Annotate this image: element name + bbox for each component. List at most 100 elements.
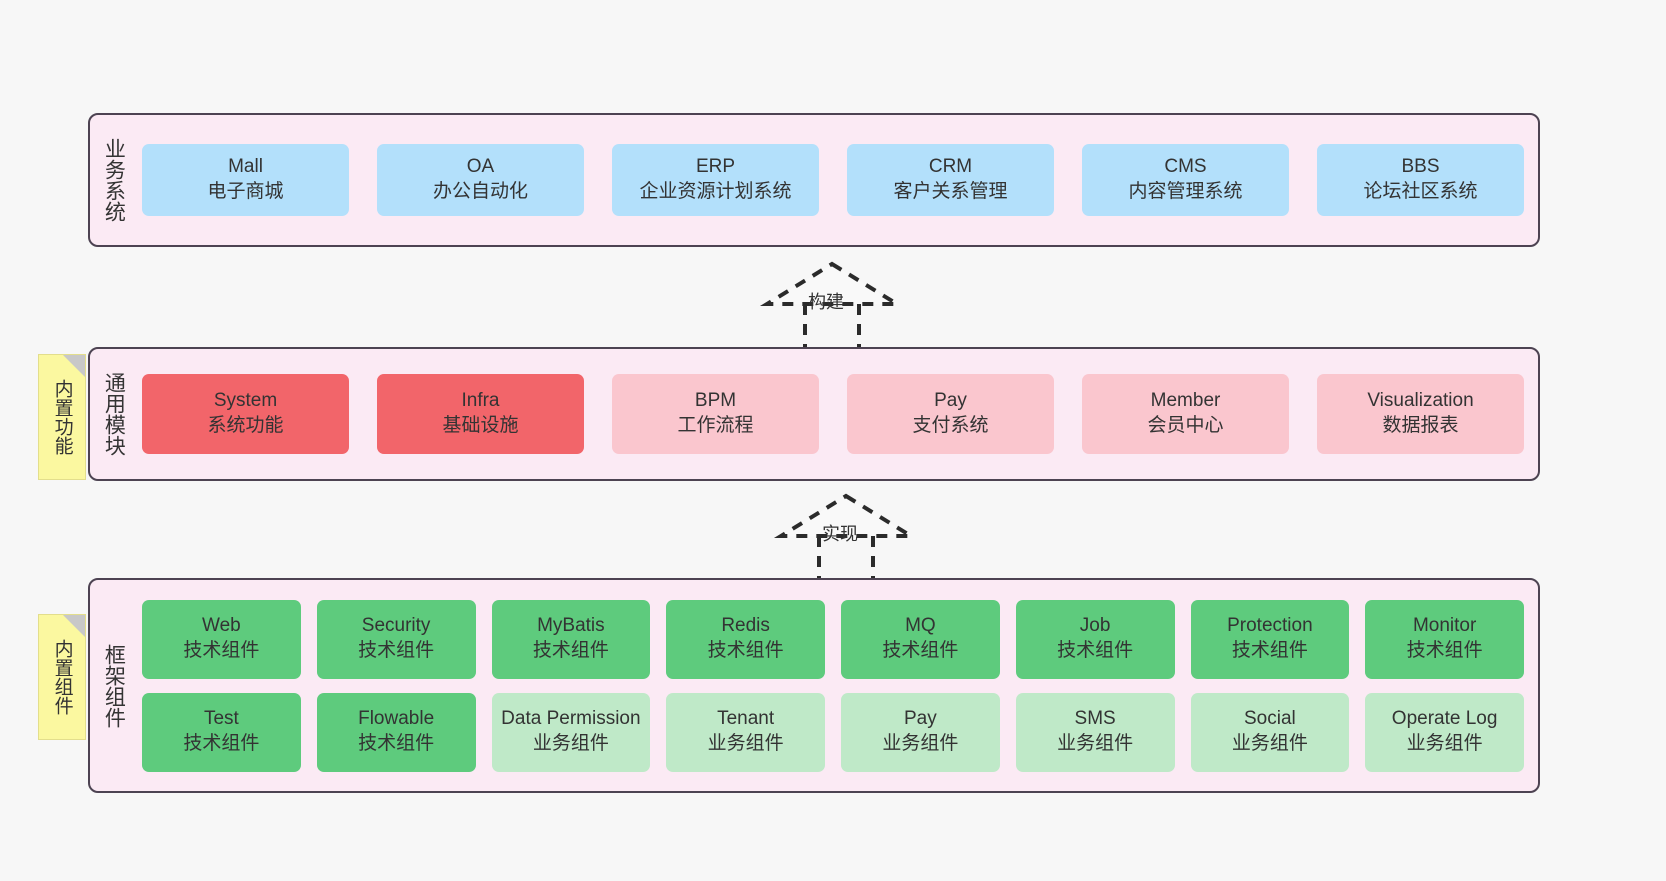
box-test[interactable]: Test 技术组件 [142, 692, 301, 772]
box-redis-en: Redis [721, 615, 770, 637]
box-pay-component-en: Pay [904, 708, 937, 730]
box-web-cn: 技术组件 [183, 640, 260, 661]
box-protection[interactable]: Protection 技术组件 [1190, 599, 1350, 679]
box-system[interactable]: System 系统功能 [142, 374, 349, 454]
layer-common-modules[interactable]: 通用模块 System 系统功能 Infra 基础设施 BPM 工作流程 Pay… [88, 347, 1540, 481]
sticky-note-builtin-features-text: 内置功能 [51, 379, 73, 455]
box-data-permission-en: Data Permission [501, 708, 641, 730]
layer-framework-row-tech: Web 技术组件 Security 技术组件 MyBatis 技术组件 Redi… [142, 599, 1524, 679]
box-security-cn: 技术组件 [358, 640, 435, 661]
box-social-cn: 业务组件 [1231, 733, 1308, 754]
box-visualization[interactable]: Visualization 数据报表 [1317, 374, 1524, 454]
layer-business-row: Mall 电子商城 OA 办公自动化 ERP 企业资源计划系统 CRM 客户关系… [142, 144, 1524, 216]
box-protection-cn: 技术组件 [1231, 640, 1308, 661]
box-security[interactable]: Security 技术组件 [316, 599, 476, 679]
box-operate-log-cn: 业务组件 [1406, 733, 1483, 754]
box-job[interactable]: Job 技术组件 [1015, 599, 1175, 679]
box-mall-en: Mall [228, 156, 263, 178]
arrow-build: 构建 [752, 258, 912, 352]
box-job-en: Job [1079, 615, 1111, 637]
box-oa[interactable]: OA 办公自动化 [377, 144, 584, 216]
box-crm-cn: 客户关系管理 [893, 181, 1008, 202]
box-test-en: Test [203, 708, 239, 730]
box-redis-cn: 技术组件 [707, 640, 784, 661]
layer-framework-body: Web 技术组件 Security 技术组件 MyBatis 技术组件 Redi… [136, 580, 1538, 791]
box-member-cn: 会员中心 [1147, 415, 1224, 436]
layer-business-title: 业务系统 [102, 138, 126, 222]
box-flowable-cn: 技术组件 [358, 733, 435, 754]
box-crm[interactable]: CRM 客户关系管理 [847, 144, 1054, 216]
box-visualization-en: Visualization [1367, 390, 1474, 412]
box-erp[interactable]: ERP 企业资源计划系统 [612, 144, 819, 216]
box-crm-en: CRM [928, 156, 973, 178]
layer-common-body: System 系统功能 Infra 基础设施 BPM 工作流程 Pay 支付系统… [136, 349, 1538, 479]
box-member[interactable]: Member 会员中心 [1082, 374, 1289, 454]
box-visualization-cn: 数据报表 [1382, 415, 1459, 436]
box-infra[interactable]: Infra 基础设施 [377, 374, 584, 454]
box-sms[interactable]: SMS 业务组件 [1015, 692, 1175, 772]
box-monitor-en: Monitor [1412, 615, 1477, 637]
sticky-note-builtin-components: 内置组件 [38, 614, 86, 740]
sticky-note-builtin-features: 内置功能 [38, 354, 86, 480]
box-bbs[interactable]: BBS 论坛社区系统 [1317, 144, 1524, 216]
box-monitor[interactable]: Monitor 技术组件 [1365, 599, 1524, 679]
box-flowable-en: Flowable [358, 708, 435, 730]
layer-business-body: Mall 电子商城 OA 办公自动化 ERP 企业资源计划系统 CRM 客户关系… [136, 115, 1538, 245]
layer-common-title: 通用模块 [102, 372, 126, 456]
box-security-en: Security [361, 615, 431, 637]
box-social-en: Social [1244, 708, 1296, 730]
box-sms-cn: 业务组件 [1057, 733, 1134, 754]
box-bpm-en: BPM [694, 390, 737, 412]
box-bbs-en: BBS [1401, 156, 1440, 178]
layer-framework-components[interactable]: 框架组件 Web 技术组件 Security 技术组件 MyBatis 技术组件… [88, 578, 1540, 793]
box-bbs-cn: 论坛社区系统 [1363, 181, 1478, 202]
box-redis[interactable]: Redis 技术组件 [666, 599, 825, 679]
box-system-en: System [213, 390, 278, 412]
box-pay-module[interactable]: Pay 支付系统 [847, 374, 1054, 454]
box-data-permission-cn: 业务组件 [532, 733, 609, 754]
box-tenant-cn: 业务组件 [707, 733, 784, 754]
box-tenant[interactable]: Tenant 业务组件 [666, 692, 825, 772]
box-infra-cn: 基础设施 [442, 415, 519, 436]
box-pay-module-cn: 支付系统 [912, 415, 989, 436]
box-social[interactable]: Social 业务组件 [1190, 692, 1350, 772]
box-pay-module-en: Pay [934, 390, 967, 412]
arrow-implement-label: 实现 [822, 524, 858, 544]
box-erp-en: ERP [695, 156, 736, 178]
box-mq-cn: 技术组件 [882, 640, 959, 661]
box-web-en: Web [202, 615, 241, 637]
layer-framework-title: 框架组件 [102, 643, 126, 728]
box-member-en: Member [1150, 390, 1221, 412]
box-data-permission[interactable]: Data Permission 业务组件 [491, 692, 651, 772]
layer-common-row: System 系统功能 Infra 基础设施 BPM 工作流程 Pay 支付系统… [142, 374, 1524, 454]
box-web[interactable]: Web 技术组件 [142, 599, 301, 679]
box-mybatis-cn: 技术组件 [532, 640, 609, 661]
box-flowable[interactable]: Flowable 技术组件 [316, 692, 476, 772]
sticky-note-builtin-components-text: 内置组件 [51, 639, 73, 715]
box-oa-en: OA [466, 156, 495, 178]
arrow-build-label: 构建 [808, 292, 844, 312]
box-protection-en: Protection [1227, 615, 1313, 637]
arrow-implement: 实现 [766, 490, 926, 584]
box-infra-en: Infra [461, 390, 500, 412]
box-sms-en: SMS [1074, 708, 1116, 730]
box-mybatis-en: MyBatis [537, 615, 605, 637]
box-mq-en: MQ [905, 615, 936, 637]
box-oa-cn: 办公自动化 [432, 181, 528, 202]
layer-business-systems[interactable]: 业务系统 Mall 电子商城 OA 办公自动化 ERP 企业资源计划系统 CRM… [88, 113, 1540, 247]
box-cms-en: CMS [1164, 156, 1207, 178]
box-system-cn: 系统功能 [207, 415, 284, 436]
box-mall[interactable]: Mall 电子商城 [142, 144, 349, 216]
layer-framework-row-biz: Test 技术组件 Flowable 技术组件 Data Permission … [142, 692, 1524, 772]
box-job-cn: 技术组件 [1057, 640, 1134, 661]
box-test-cn: 技术组件 [183, 733, 260, 754]
box-erp-cn: 企业资源计划系统 [639, 181, 792, 202]
box-mq[interactable]: MQ 技术组件 [841, 599, 1000, 679]
box-bpm[interactable]: BPM 工作流程 [612, 374, 819, 454]
box-mybatis[interactable]: MyBatis 技术组件 [491, 599, 651, 679]
box-operate-log[interactable]: Operate Log 业务组件 [1365, 692, 1524, 772]
box-pay-component[interactable]: Pay 业务组件 [841, 692, 1000, 772]
box-cms[interactable]: CMS 内容管理系统 [1082, 144, 1289, 216]
box-cms-cn: 内容管理系统 [1128, 181, 1243, 202]
